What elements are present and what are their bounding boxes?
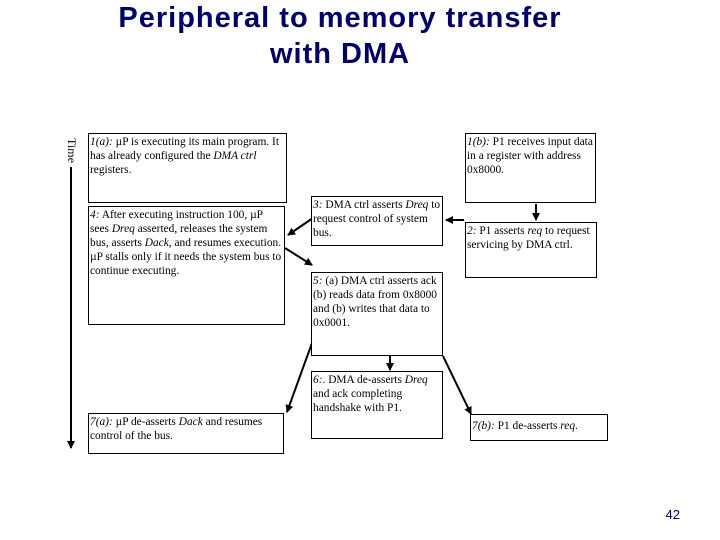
step-4-text: After executing instruction 100, µP sees: [90, 209, 263, 235]
step-2-box: 2: P1 asserts req to request servicing b…: [465, 222, 597, 278]
step-7a-box: 7(a): µP de-asserts Dack and resumes con…: [88, 413, 284, 454]
step-3-box: 3: DMA ctrl asserts Dreq to request cont…: [311, 196, 443, 246]
step-2-text: P1 asserts: [476, 225, 528, 237]
title-line-1: Peripheral to memory transfer: [118, 2, 562, 34]
time-axis-label: Time: [65, 138, 79, 163]
step-7b-number: 7(b):: [472, 420, 495, 432]
arrow-5-to-7a: [285, 342, 313, 413]
step-1a-emphasis: DMA ctrl: [213, 150, 257, 162]
step-3-text-end: to request control of system bus.: [313, 199, 441, 239]
step-6-box: 6:. DMA de-asserts Dreq and ack completi…: [311, 371, 443, 439]
step-4-box: 4: After executing instruction 100, µP s…: [88, 206, 285, 325]
title-line-2: with DMA: [269, 38, 411, 70]
step-7a-number: 7(a):: [90, 416, 113, 428]
step-6-number: 6:: [313, 374, 323, 386]
step-2-emphasis: req: [527, 225, 543, 237]
step-1b-text: P1 receives input data in a register wit…: [467, 136, 593, 176]
step-2-number: 2:: [467, 225, 477, 237]
step-1b-box: 1(b): P1 receives input data in a regist…: [465, 133, 596, 203]
step-6-text: . DMA de-asserts: [322, 374, 405, 386]
slide-title: Peripheral to memory transfer with DMA: [0, 0, 680, 72]
step-1a-text-end: registers.: [90, 164, 132, 176]
step-6-emphasis: Dreq: [404, 374, 428, 386]
step-5-box: 5: (a) DMA ctrl asserts ack (b) reads da…: [311, 272, 443, 356]
arrow-6-to-7b: [442, 355, 472, 415]
step-4-emphasis-2: Dack: [144, 237, 169, 249]
step-7b-text-end: .: [575, 420, 578, 432]
step-7a-text: µP de-asserts: [112, 416, 179, 428]
step-7a-text-end: and resumes control of the bus.: [90, 416, 263, 442]
step-2-text-end: to request servicing by DMA ctrl.: [467, 225, 590, 251]
arrow-3-to-4: [287, 217, 314, 236]
step-4-text-end: , and resumes execution. µP stalls only …: [90, 237, 282, 277]
step-1b-number: 1(b):: [467, 136, 490, 148]
step-1a-text: µP is executing its main program. It has…: [90, 136, 279, 162]
step-5-text: (a) DMA ctrl asserts ack (b) reads data …: [313, 275, 437, 329]
step-3-emphasis: Dreq: [405, 199, 429, 211]
step-5-number: 5:: [313, 275, 323, 287]
step-6-text-end: and ack completing handshake with P1.: [313, 388, 403, 414]
step-7a-emphasis: Dack: [178, 416, 203, 428]
step-4-text-middle: asserted, releases the system bus, asser…: [90, 223, 268, 249]
step-4-emphasis: Dreq: [111, 223, 135, 235]
arrow-4-to-5: [284, 247, 313, 266]
step-7b-text: P1 de-asserts: [494, 420, 561, 432]
step-1a-box: 1(a): µP is executing its main program. …: [88, 133, 287, 203]
step-3-number: 3:: [313, 199, 323, 211]
step-3-text: DMA ctrl asserts: [322, 199, 406, 211]
page-number: 42: [665, 507, 680, 522]
step-7b-box: 7(b): P1 de-asserts req.: [470, 414, 608, 441]
step-1a-number: 1(a):: [90, 136, 113, 148]
step-7b-emphasis: req: [560, 420, 576, 432]
step-4-number: 4:: [90, 209, 100, 221]
